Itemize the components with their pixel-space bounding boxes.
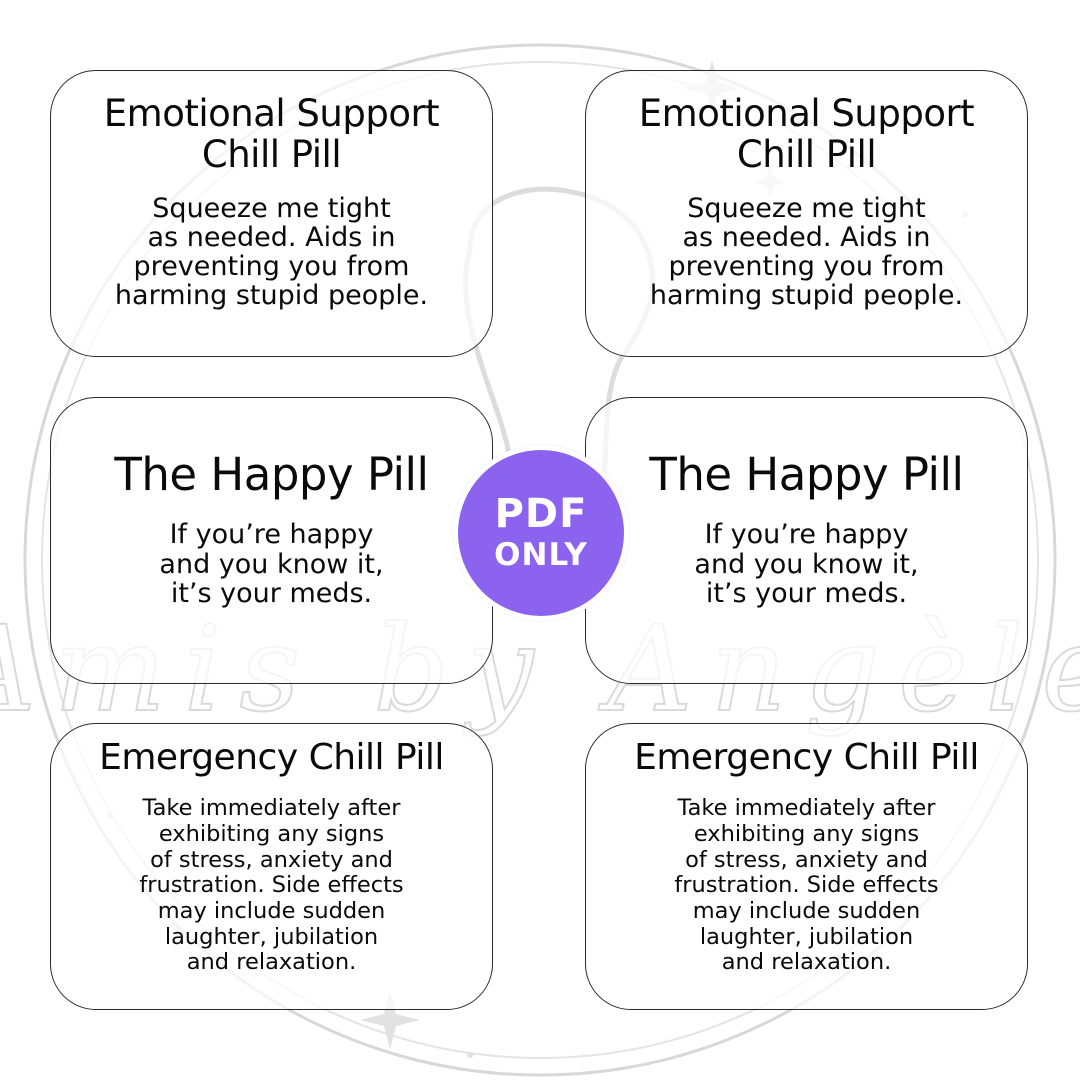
pill-card-emotional-support-left: Emotional Support Chill Pill Squeeze me … xyxy=(50,70,493,357)
card-body: If you’re happy and you know it, it’s yo… xyxy=(694,519,919,609)
card-body: Squeeze me tight as needed. Aids in prev… xyxy=(114,192,429,312)
card-title: The Happy Pill xyxy=(114,448,429,501)
pill-card-happy-right: The Happy Pill If you’re happy and you k… xyxy=(585,397,1028,684)
badge-line-only: ONLY xyxy=(494,536,588,573)
watermark-dot xyxy=(467,1052,473,1058)
card-title: Emotional Support Chill Pill xyxy=(638,92,975,177)
card-title: The Happy Pill xyxy=(649,448,964,501)
card-body: Take immediately after exhibiting any si… xyxy=(139,795,404,976)
badge-line-pdf: PDF xyxy=(494,490,588,537)
card-body: If you’re happy and you know it, it’s yo… xyxy=(159,519,384,609)
pill-card-happy-left: The Happy Pill If you’re happy and you k… xyxy=(50,397,493,684)
card-title: Emergency Chill Pill xyxy=(634,737,979,778)
pill-card-emotional-support-right: Emotional Support Chill Pill Squeeze me … xyxy=(585,70,1028,357)
pdf-only-badge: PDF ONLY xyxy=(453,445,629,621)
card-title: Emergency Chill Pill xyxy=(99,737,444,778)
card-body: Squeeze me tight as needed. Aids in prev… xyxy=(649,192,964,312)
card-body: Take immediately after exhibiting any si… xyxy=(674,795,939,976)
pill-card-emergency-right: Emergency Chill Pill Take immediately af… xyxy=(585,723,1028,1010)
card-title: Emotional Support Chill Pill xyxy=(103,92,440,177)
pill-card-emergency-left: Emergency Chill Pill Take immediately af… xyxy=(50,723,493,1010)
